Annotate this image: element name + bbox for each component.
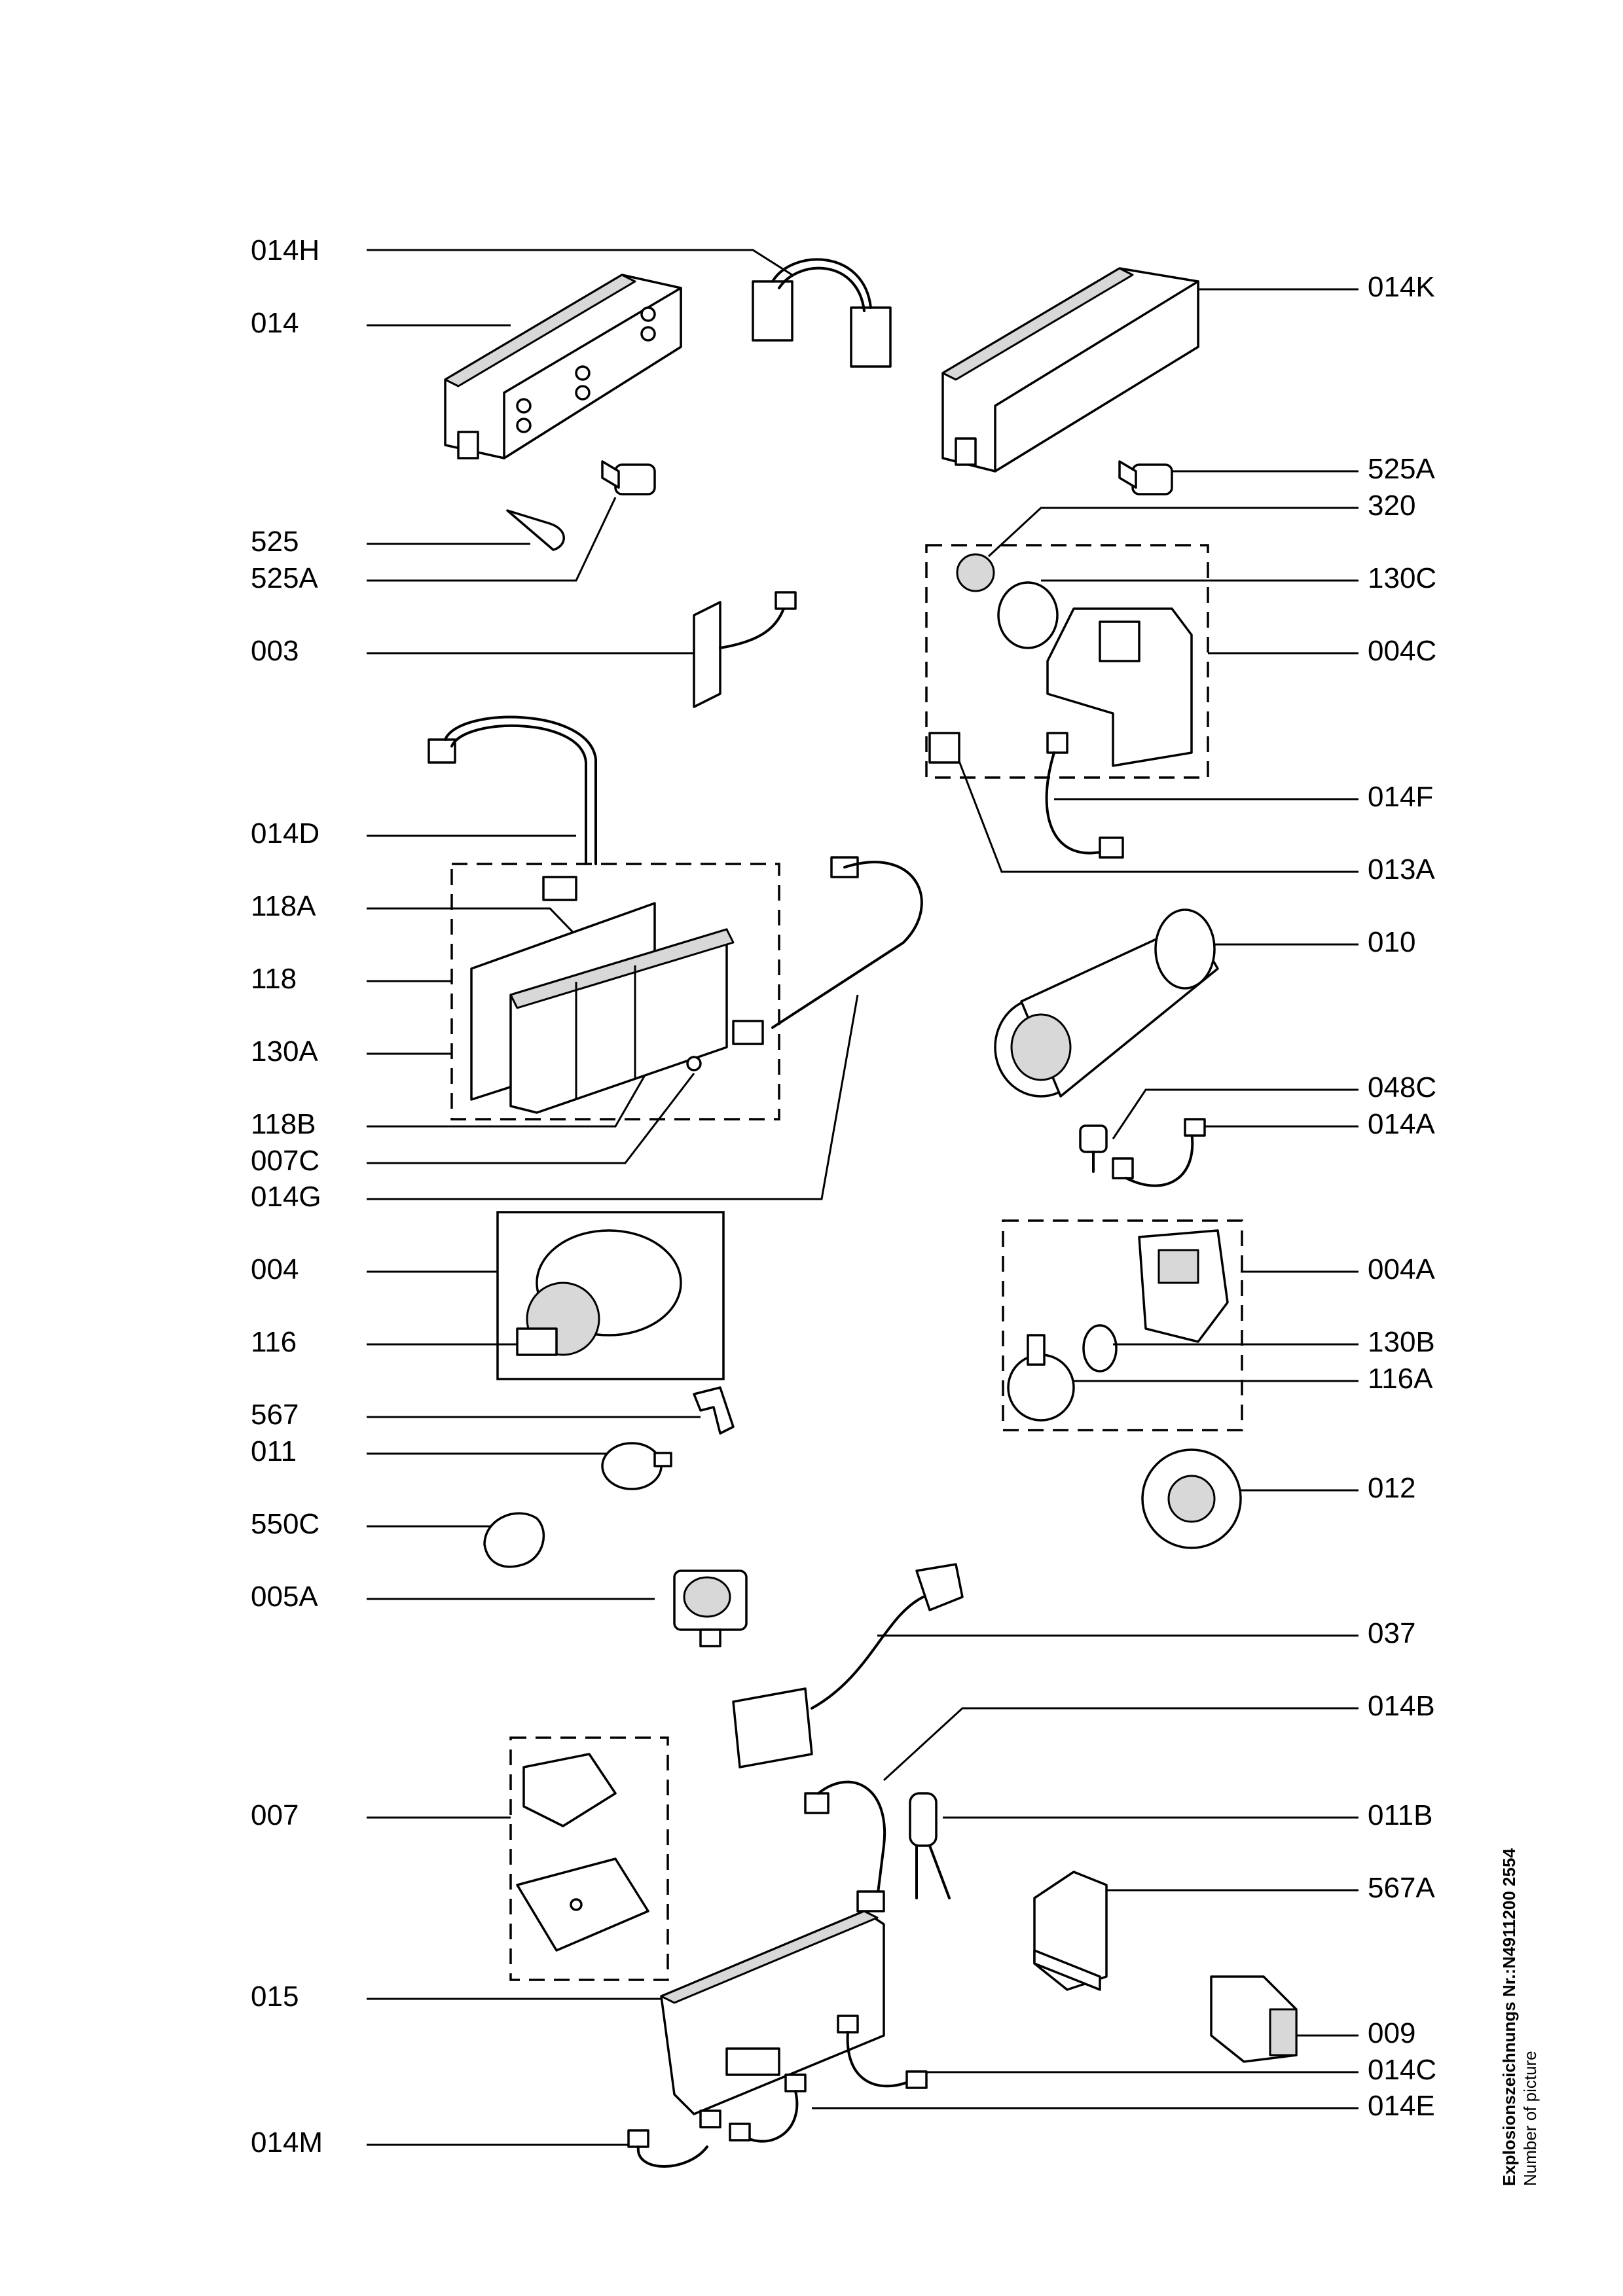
label-014G: 014G: [251, 1181, 321, 1213]
left-labels: 014H 014 525 525A 003 014D 118A 118 130A…: [251, 234, 323, 2159]
footer-title: Explosionszeichnungs Nr.:N4911200 2554: [1499, 1848, 1519, 2186]
label-011B: 011B: [1368, 1799, 1433, 1831]
leader-013A: [955, 752, 1359, 873]
knob-525: [506, 509, 565, 551]
heater-010: [994, 908, 1219, 1098]
label-014B: 014B: [1368, 1690, 1435, 1722]
leader-014G: [367, 994, 859, 1200]
label-525A-right: 525A: [1368, 453, 1435, 485]
knob-525A-left: [601, 460, 656, 495]
wire-harness-014M: [627, 2109, 721, 2168]
label-525: 525: [251, 526, 299, 558]
wire-harness-014A: [1112, 1118, 1206, 1187]
label-567A: 567A: [1368, 1872, 1435, 1904]
clip-567: [693, 1386, 735, 1435]
label-130B: 130B: [1368, 1326, 1435, 1358]
label-550C: 550C: [251, 1508, 319, 1540]
circulation-pump-004: [516, 1229, 682, 1356]
control-panel-015: [660, 1910, 885, 2115]
label-011: 011: [251, 1435, 297, 1467]
label-007C: 007C: [251, 1145, 319, 1177]
label-013A: 013A: [1368, 853, 1435, 886]
label-014H: 014H: [251, 234, 319, 266]
label-014: 014: [251, 307, 299, 339]
cap-550C: [483, 1512, 545, 1568]
leader-048C: [1112, 1088, 1359, 1139]
label-005A: 005A: [251, 1581, 318, 1613]
label-118A: 118A: [251, 890, 316, 922]
label-116A: 116A: [1368, 1363, 1433, 1395]
capacitor-011B: [909, 1792, 951, 1899]
control-module-014: [444, 274, 682, 459]
label-012: 012: [1368, 1472, 1415, 1504]
label-007: 007: [251, 1799, 299, 1831]
leader-lines: [367, 249, 1359, 2146]
terminal-block-009: [1210, 1975, 1298, 2063]
drain-pump-004A: [1138, 1229, 1229, 1343]
control-module-014K: [941, 267, 1199, 473]
pressure-switch-012: [1141, 1448, 1242, 1549]
footer-subtitle: Number of picture: [1520, 2051, 1540, 2186]
box-sump-004C: [925, 544, 1209, 779]
cover-116A: [1007, 1334, 1075, 1422]
label-525A-left: 525A: [251, 562, 318, 594]
leader-007C: [367, 1073, 695, 1164]
box-pump-004: [496, 1211, 725, 1380]
right-labels: 014K 525A 320 130C 004C 014F 013A 010 04…: [1368, 271, 1436, 2122]
detergent-dispenser-118: [470, 902, 735, 1114]
wire-harness-014C: [837, 2015, 928, 2089]
label-567: 567: [251, 1399, 299, 1431]
capacitor-011: [601, 1442, 672, 1490]
sump-004C: [1046, 607, 1193, 767]
ring-130B: [1082, 1324, 1118, 1372]
label-014K: 014K: [1368, 271, 1435, 303]
label-015: 015: [251, 1981, 299, 2013]
wire-harness-014G: [732, 856, 923, 1045]
label-014M: 014M: [251, 2126, 323, 2159]
label-014F: 014F: [1368, 781, 1433, 813]
seal-320: [956, 553, 995, 592]
ring-130C: [997, 581, 1059, 649]
leader-525A-left: [367, 497, 617, 582]
label-004: 004: [251, 1253, 299, 1285]
group-boxes: [450, 544, 1243, 1981]
door-switch-007: [516, 1753, 649, 1952]
label-014A: 014A: [1368, 1108, 1435, 1140]
label-130C: 130C: [1368, 562, 1436, 594]
label-014C: 014C: [1368, 2054, 1436, 2086]
label-010: 010: [1368, 926, 1415, 958]
sensor-003: [693, 591, 797, 708]
leader-014B: [883, 1707, 1359, 1782]
label-118: 118: [251, 963, 297, 995]
label-130A: 130A: [251, 1035, 318, 1067]
label-048C: 048C: [1368, 1071, 1436, 1103]
inlet-valve-005A: [673, 1570, 748, 1647]
label-014E: 014E: [1368, 2090, 1435, 2122]
wire-harness-014H: [752, 258, 892, 368]
connector-013A: [928, 732, 960, 764]
wire-harness-014F: [1045, 732, 1124, 859]
label-009: 009: [1368, 2017, 1415, 2049]
label-004C: 004C: [1368, 635, 1436, 667]
wire-harness-014D: [428, 715, 597, 901]
label-320: 320: [1368, 490, 1415, 522]
label-004A: 004A: [1368, 1253, 1435, 1285]
wire-harness-014B: [804, 1780, 886, 1912]
knob-525A-right: [1118, 460, 1173, 495]
leader-014H: [367, 249, 793, 276]
box-door-switch-007: [509, 1736, 669, 1981]
wire-harness-014E: [729, 2073, 807, 2143]
label-003: 003: [251, 635, 299, 667]
sensor-048C: [1079, 1124, 1108, 1173]
label-014D: 014D: [251, 817, 319, 850]
label-118B: 118B: [251, 1108, 316, 1140]
box-dispenser-118: [450, 863, 780, 1121]
bracket-567A: [1033, 1871, 1108, 1991]
leader-320: [987, 507, 1359, 558]
label-116: 116: [251, 1326, 297, 1358]
power-cord-037: [732, 1563, 964, 1768]
label-037: 037: [1368, 1617, 1415, 1649]
